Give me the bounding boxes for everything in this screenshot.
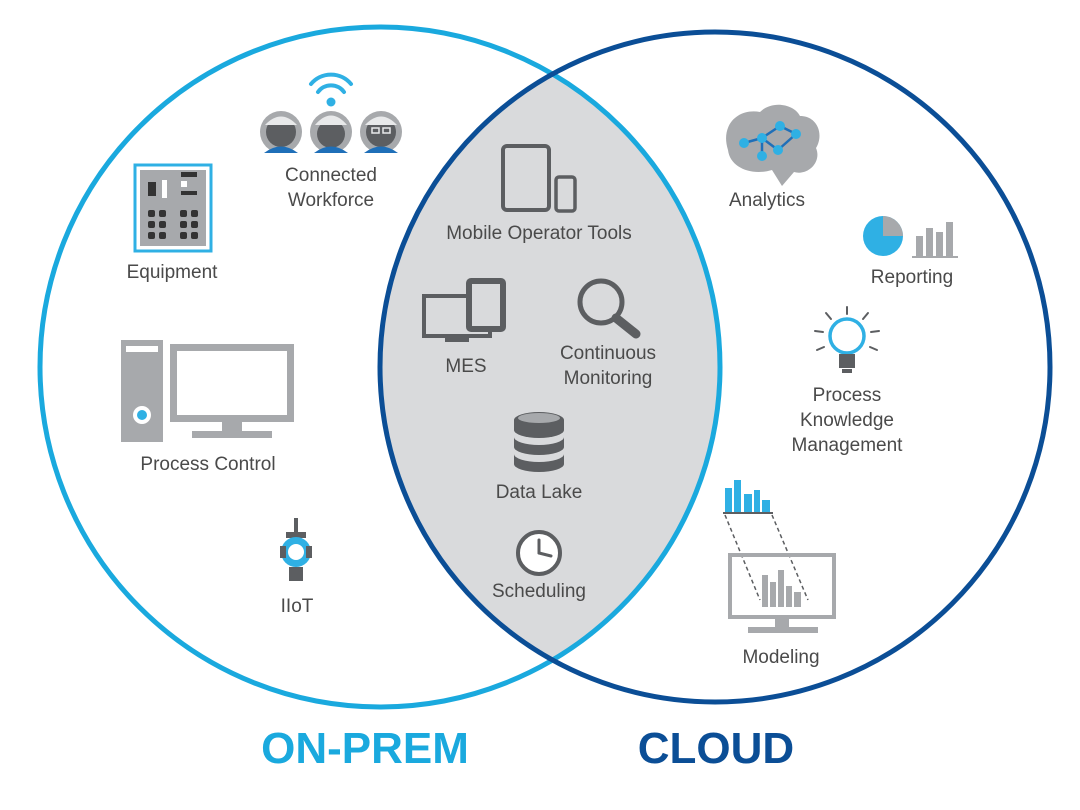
mobile-devices-icon <box>501 144 577 213</box>
label-mes: MES <box>445 356 487 377</box>
label-modeling: Modeling <box>742 647 820 668</box>
onprem-title: ON-PREM <box>261 724 469 773</box>
label-analytics: Analytics <box>728 190 806 211</box>
label-pkm-line2: Knowledge <box>799 410 895 431</box>
label-process-control: Process Control <box>140 454 276 475</box>
label-reporting: Reporting <box>870 267 954 288</box>
label-mobile-operator-tools: Mobile Operator Tools <box>446 223 632 244</box>
label-iiot: IIoT <box>280 596 314 617</box>
clock-icon <box>516 530 562 576</box>
label-pkm-line3: Management <box>791 435 903 456</box>
cloud-title: CLOUD <box>637 724 795 773</box>
modeling-icon <box>723 480 836 633</box>
mes-icon <box>422 278 506 342</box>
label-connected-workforce: Connected Workforce <box>285 163 377 213</box>
equipment-icon <box>133 163 213 253</box>
label-equipment: Equipment <box>126 262 218 283</box>
label-continuous-monitoring-line2: Monitoring <box>563 368 653 389</box>
database-icon <box>514 412 564 472</box>
label-continuous-monitoring-line1: Continuous <box>559 343 657 364</box>
label-data-lake: Data Lake <box>495 482 583 503</box>
label-process-knowledge-management: Process Knowledge Management <box>792 383 903 458</box>
iiot-sensor-icon <box>280 518 312 581</box>
pie-bar-chart-icon <box>863 216 958 258</box>
process-control-icon <box>121 340 294 442</box>
onprem-circle <box>37 24 723 710</box>
label-connected-workforce-line2: Workforce <box>287 190 375 211</box>
lightbulb-icon <box>814 306 880 373</box>
magnifier-icon <box>577 278 641 339</box>
label-connected-workforce-line1: Connected <box>285 165 377 186</box>
workforce-icon <box>260 72 402 153</box>
label-scheduling: Scheduling <box>491 581 587 602</box>
cloud-circle <box>377 29 1053 705</box>
label-pkm-line1: Process <box>812 385 882 406</box>
brain-network-icon <box>726 104 820 186</box>
label-continuous-monitoring: Continuous Monitoring <box>560 341 656 391</box>
